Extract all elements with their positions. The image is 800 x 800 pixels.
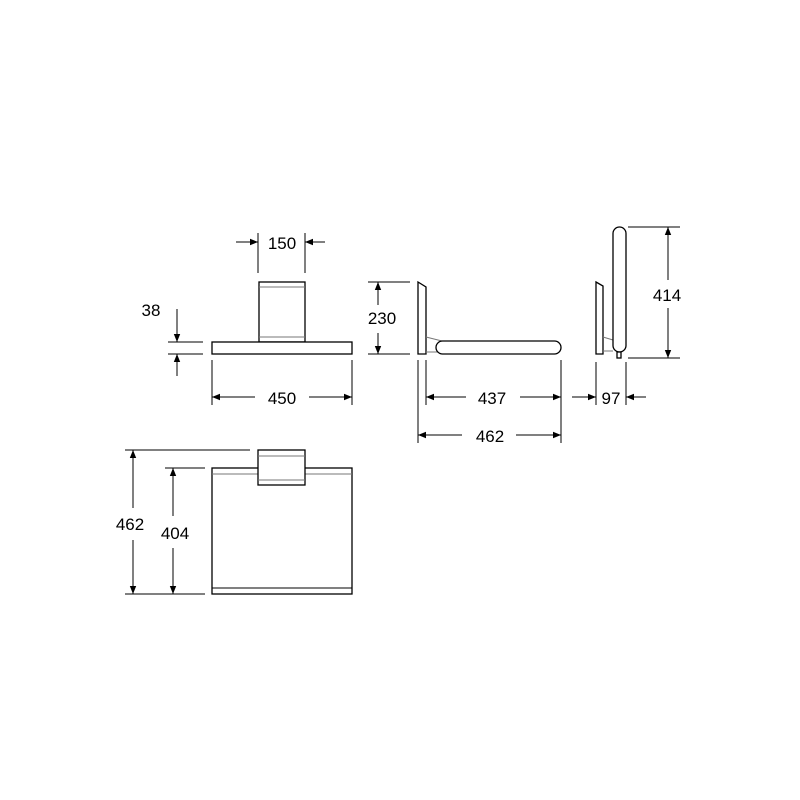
dim-150: 150 [268,234,296,253]
dim-414: 414 [653,286,681,305]
folded-seat-tube [612,226,627,353]
dim-450: 450 [268,389,296,408]
seat-top [211,467,353,595]
dim-437: 437 [478,389,506,408]
top-view: 462 404 [116,449,353,595]
dim-38: 38 [142,301,161,320]
dim-404: 404 [161,524,189,543]
dim-462-side: 462 [476,427,504,446]
dim-462-top: 462 [116,515,144,534]
seat-plate [211,341,353,355]
dim-230: 230 [368,309,396,328]
side-view-open: 230 437 462 [368,280,562,446]
wall-plate [595,280,604,355]
side-view-folded: 414 97 [572,226,681,408]
dim-97: 97 [602,389,621,408]
knob [616,351,622,359]
front-view: 150 38 450 [142,233,353,408]
seat-tube [435,340,562,355]
wall-plate [417,280,427,355]
wall-block [258,281,306,343]
